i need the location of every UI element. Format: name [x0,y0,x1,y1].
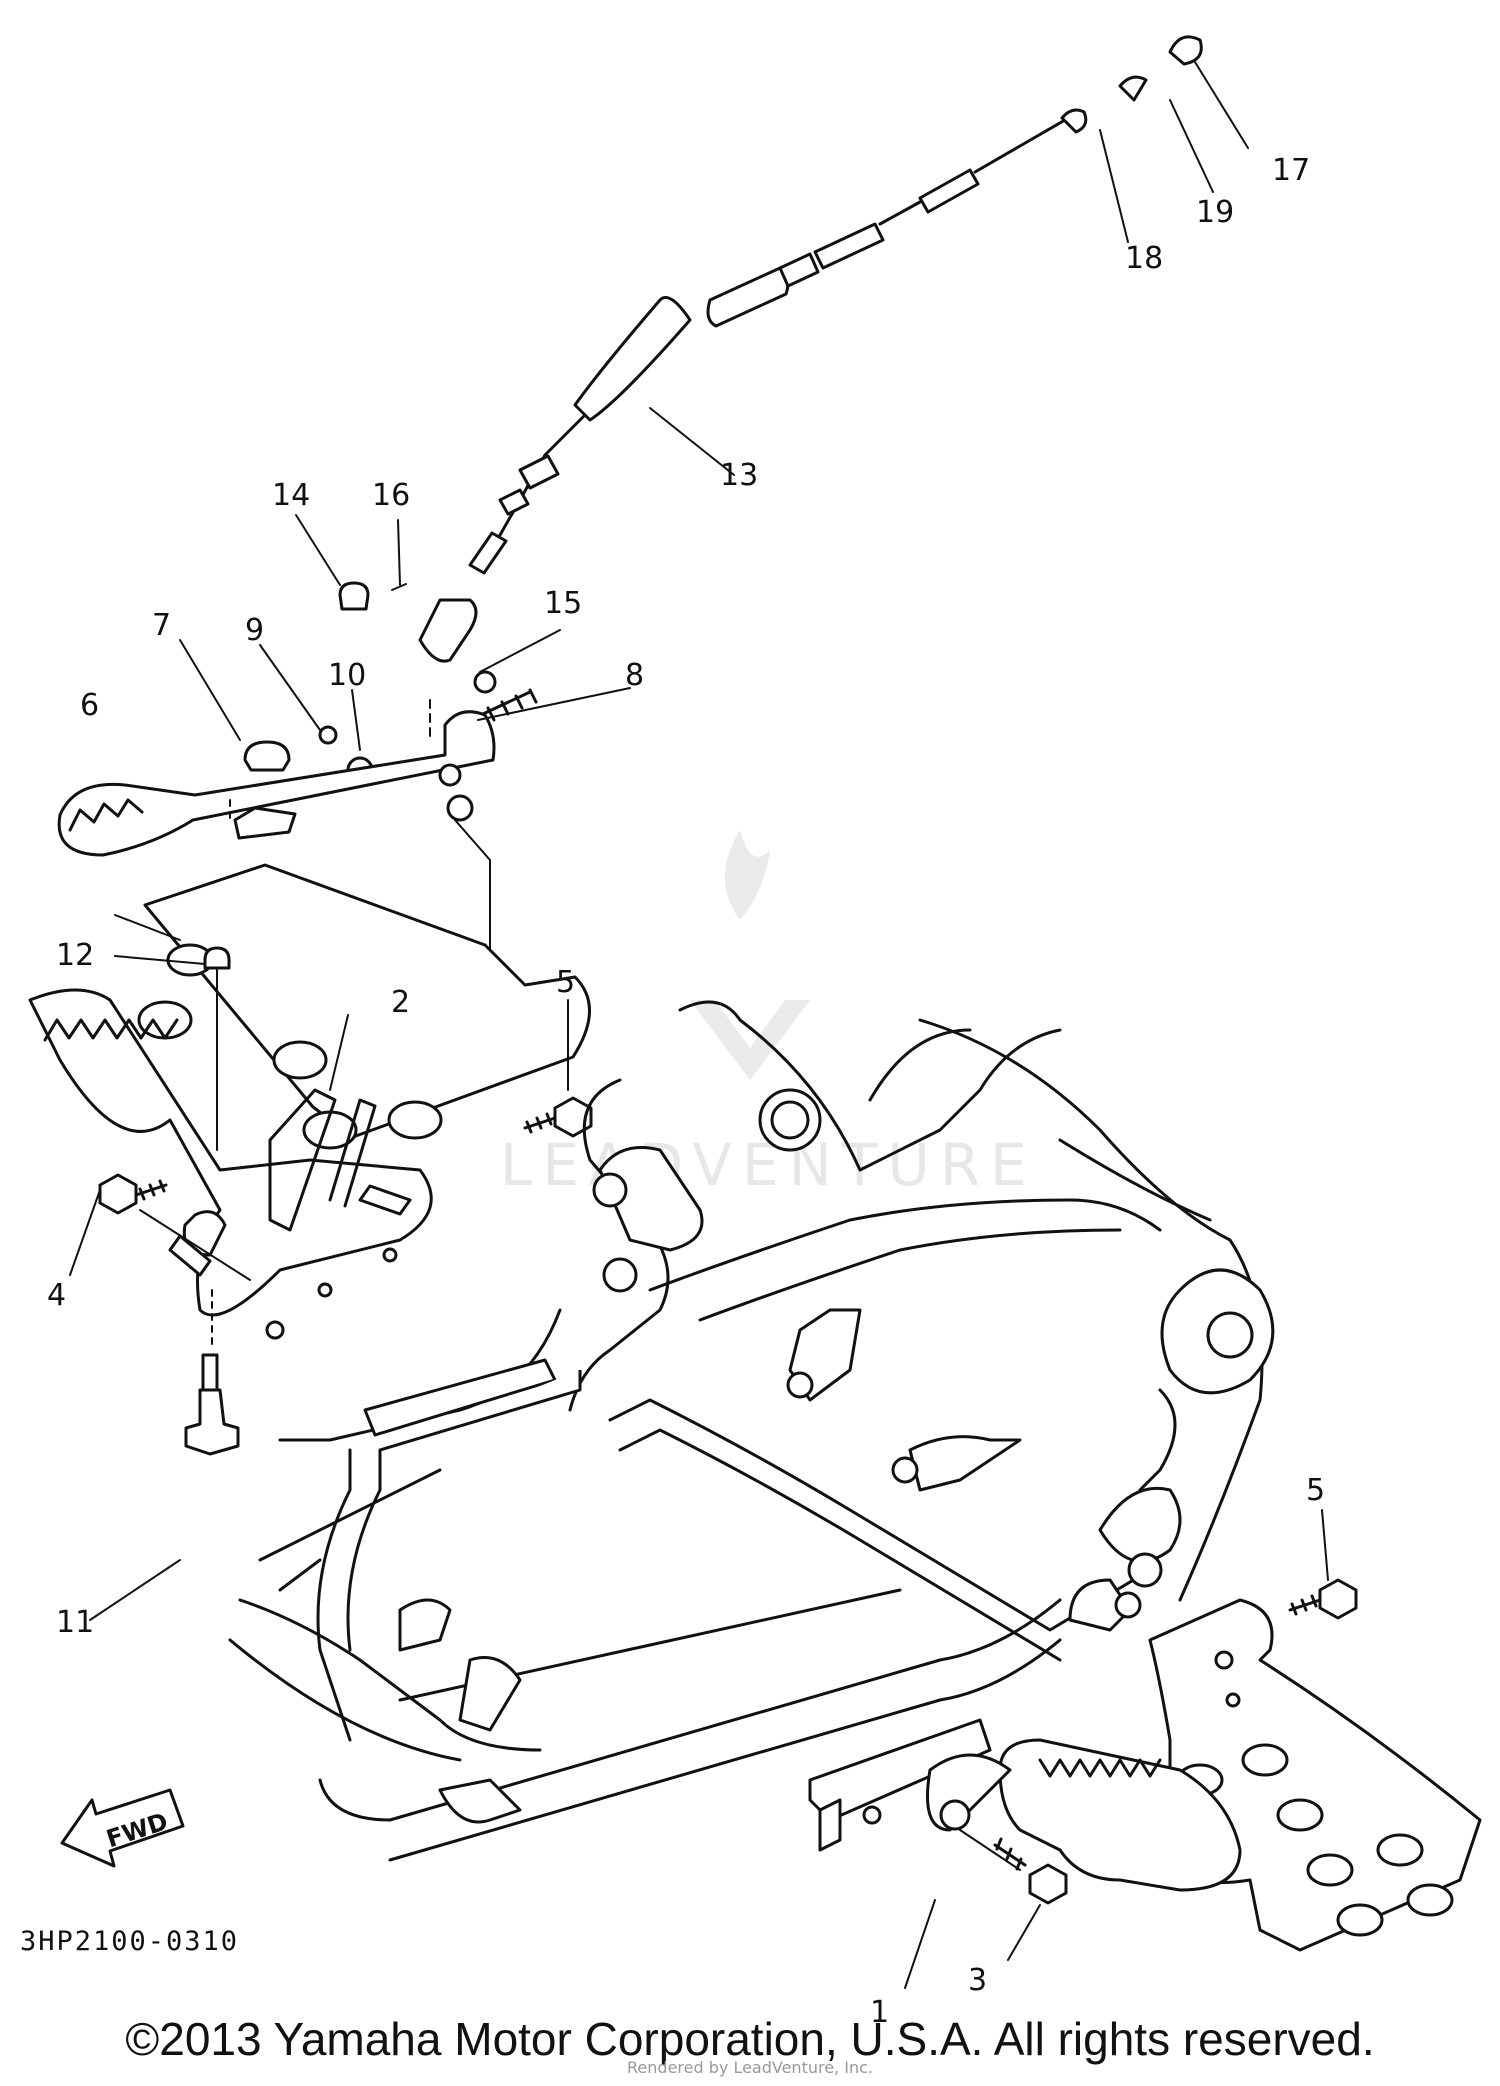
watermark-text: LEADVENTURE [500,1131,1037,1199]
callout-3: 3 [968,1963,987,1998]
callout-19: 19 [1196,195,1234,230]
callout-10: 10 [328,658,366,693]
callout-12: 12 [56,938,94,973]
callout-16: 16 [372,478,410,513]
fwd-arrow-icon: FWD [60,1788,185,1868]
callout-17: 17 [1272,153,1310,188]
left-fasteners [98,946,593,1456]
rendered-by-notice: Rendered by LeadVenture, Inc. [627,2058,873,2077]
callout-4: 4 [47,1278,66,1313]
diagram-code: 3HP2100-0310 [20,1926,239,1957]
callout-1: 1 [870,1995,889,2030]
callout-11: 11 [56,1605,94,1640]
brake-cable [468,35,1203,575]
callout-8: 8 [625,658,644,693]
right-footrest [926,1578,1482,1952]
callout-5-right: 5 [1306,1473,1325,1508]
callout-5-left: 5 [556,965,575,1000]
callout-9: 9 [245,613,264,648]
leader-lines [69,61,1329,1989]
callout-15: 15 [544,586,582,621]
callout-2: 2 [391,985,410,1020]
callout-6: 6 [80,688,99,723]
left-footrest [28,863,591,1340]
callout-18: 18 [1125,241,1163,276]
copyright-notice: ©2013 Yamaha Motor Corporation, U.S.A. A… [125,2013,1375,2065]
callout-7: 7 [152,608,171,643]
brake-lever-assembly [57,581,538,977]
callout-labels: 1 2 3 4 5 5 6 7 8 9 10 11 12 13 14 15 16… [47,153,1325,2030]
callout-14: 14 [272,478,310,513]
frame [228,1000,1275,1862]
watermark: LEADVENTURE [500,830,1037,1199]
callout-13: 13 [720,458,758,493]
